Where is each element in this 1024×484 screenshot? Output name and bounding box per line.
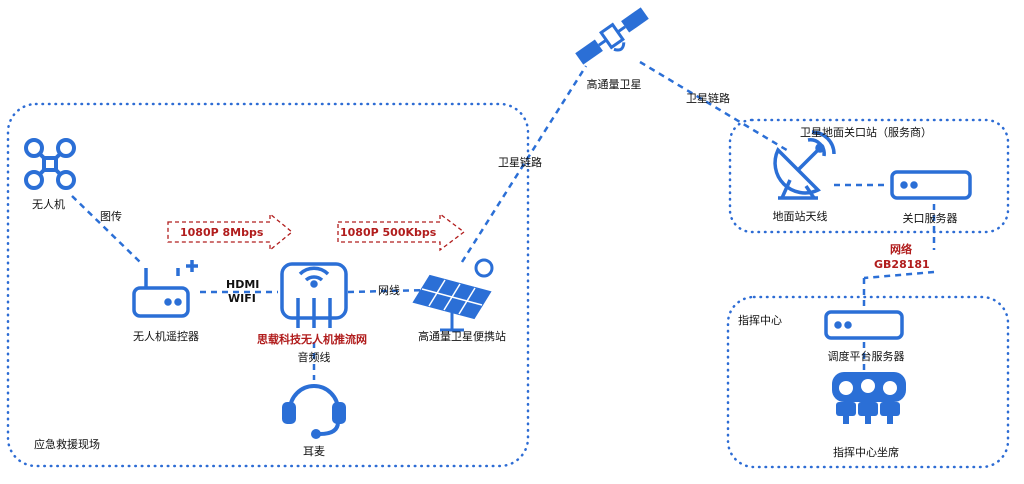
gateway-server-label: 关口服务器	[902, 212, 958, 225]
rate-8m-label: 1080P 8Mbps	[180, 226, 264, 239]
rate-arrow-500k	[337, 212, 466, 252]
push-device-label: 思载科技无人机推流网	[257, 333, 367, 346]
audio-label: 音频线	[297, 351, 331, 364]
wifi-label: WIFI	[228, 292, 256, 305]
command-region	[726, 295, 1010, 469]
remote-controller-icon	[132, 260, 198, 318]
headset-icon	[282, 384, 346, 439]
portable-station-label: 高通量卫星便携站	[418, 330, 506, 343]
link-gateway-dispatch-h	[863, 270, 935, 280]
drone-icon	[24, 138, 76, 190]
remote-controller-label: 无人机遥控器	[133, 330, 199, 343]
satellite-link-down-label: 卫星链路	[686, 92, 730, 105]
link-push-station	[347, 288, 429, 294]
scene-label: 应急救援现场	[34, 438, 100, 451]
rate-arrow-8m	[167, 212, 294, 252]
dispatch-server-icon	[824, 310, 904, 340]
link-drone-controller	[71, 195, 141, 263]
dispatch-server-label: 调度平台服务器	[827, 350, 905, 363]
satellite-label: 高通量卫星	[586, 78, 642, 91]
gateway-region	[728, 118, 1010, 234]
drone-label: 无人机	[32, 198, 65, 211]
gateway-server-icon	[890, 170, 972, 200]
ground-antenna-label: 地面站天线	[772, 210, 828, 223]
link-station-satellite	[460, 65, 588, 263]
ground-antenna-icon	[773, 130, 836, 200]
satellite-link-up-label: 卫星链路	[498, 156, 542, 169]
command-center-label: 指挥中心	[738, 314, 782, 327]
link-satellite-antenna	[639, 60, 791, 154]
gateway-station-label: 卫星地面关口站（服务商）	[800, 126, 932, 139]
network-label: 网线	[378, 284, 400, 297]
hdmi-label: HDMI	[226, 278, 260, 291]
rate-500k-label: 1080P 500Kbps	[340, 226, 437, 239]
net-line2-label: GB28181	[874, 258, 930, 271]
net-line1-label: 网络	[890, 243, 912, 256]
command-seats-icon	[832, 372, 906, 424]
portable-station-icon	[412, 258, 494, 332]
image-transmission-label: 图传	[100, 210, 122, 223]
command-seats-label: 指挥中心坐席	[833, 446, 899, 459]
satellite-icon	[575, 7, 649, 65]
headset-label: 耳麦	[303, 445, 325, 458]
push-device-icon	[280, 262, 348, 328]
